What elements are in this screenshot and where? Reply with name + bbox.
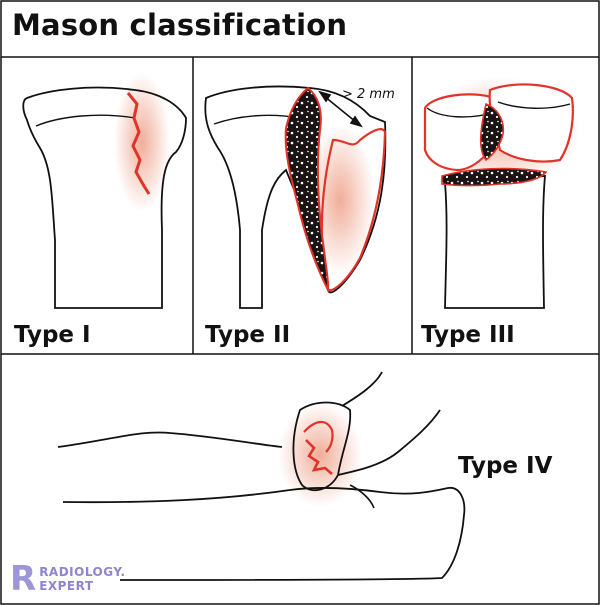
type-iv-label: Type IV	[458, 453, 553, 479]
type-ii-label: Type II	[205, 322, 291, 348]
type-ii-radius-illustration	[204, 85, 387, 309]
type-iii-label: Type III	[421, 322, 515, 348]
page-title: Mason classification	[12, 8, 348, 42]
brand-text: RADIOLOGY. EXPERT	[39, 565, 125, 593]
brand-line-2: EXPERT	[39, 579, 94, 593]
brand-logo: R RADIOLOGY. EXPERT	[10, 562, 126, 596]
radiology-expert-logo-icon: R	[10, 559, 37, 599]
displacement-annotation: > 2 mm	[342, 87, 395, 102]
type-iv-elbow-illustration	[57, 371, 466, 581]
type-i-radius-illustration	[22, 72, 187, 309]
brand-line-1: RADIOLOGY.	[39, 565, 126, 579]
type-i-label: Type I	[14, 322, 91, 348]
type-iii-radius-illustration	[420, 77, 580, 309]
